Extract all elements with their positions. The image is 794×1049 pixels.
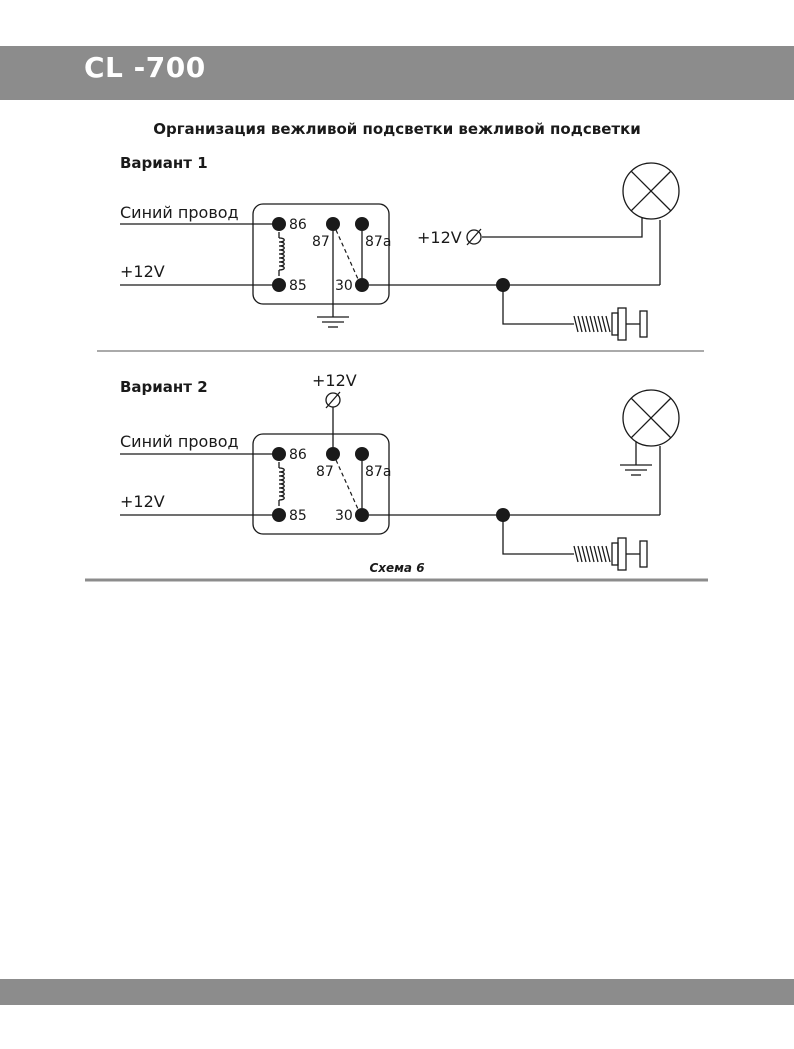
- variant1-lamp-supply-wire: [482, 217, 643, 238]
- variant1-pin-87a: [355, 217, 369, 231]
- variant2-pin-87: [326, 447, 340, 461]
- variant1-lamp-icon: [622, 162, 680, 220]
- variant1-pin-87-label: 87: [312, 234, 330, 250]
- variant2-pin-30: [355, 508, 369, 522]
- variant2-supply-label: +12V: [312, 371, 357, 390]
- variant2-diagram: Синий провод +12V 86 85 87 87a 30 +12V: [120, 371, 680, 571]
- variant2-coil: [278, 467, 285, 501]
- variant2-pin-30-label: 30: [335, 508, 353, 524]
- footer-bar: [0, 979, 794, 1005]
- variant2-switch-contact: [335, 459, 359, 510]
- variant1-title: Вариант 1: [120, 154, 208, 172]
- page-heading: Организация вежливой подсветки вежливой …: [153, 120, 641, 138]
- variant1-12v-wire-label: +12V: [120, 262, 165, 281]
- variant2-supply-terminal-icon: [325, 391, 341, 409]
- variant1-blue-wire-label: Синий провод: [120, 203, 239, 222]
- variant2-blue-wire-label: Синий провод: [120, 432, 239, 451]
- variant1-relay: [252, 203, 390, 305]
- variant1-pin-30: [355, 278, 369, 292]
- variant1-pin-87a-label: 87a: [365, 234, 391, 250]
- variant1-pin-85-label: 85: [289, 278, 307, 294]
- variant2-pin-87a-label: 87a: [365, 464, 391, 480]
- variant1-supply-terminal-icon: [466, 228, 482, 246]
- variant1-door-switch-icon: [573, 307, 648, 341]
- variant2-lamp-icon: [622, 389, 680, 447]
- variant2-pin-86-label: 86: [289, 447, 307, 463]
- variant2-ground-icon: [620, 464, 652, 476]
- variant2-relay: [252, 433, 390, 535]
- variant1-diagram: Синий провод +12V 86 85 87 87a 30: [120, 162, 680, 341]
- variant1-pin-87: [326, 217, 340, 231]
- variant1-pin-30-label: 30: [335, 278, 353, 294]
- variant1-pin-85: [272, 278, 286, 292]
- variant2-title: Вариант 2: [120, 378, 208, 396]
- header-bar: CL -700: [0, 46, 794, 100]
- variant2-pin-85-label: 85: [289, 508, 307, 524]
- variant1-supply-label: +12V: [417, 228, 462, 247]
- variant2-pin-87-label: 87: [316, 464, 334, 480]
- variant2-pin-85: [272, 508, 286, 522]
- variant1-ground-icon: [317, 316, 349, 328]
- figure-caption: Схема 6: [369, 561, 424, 575]
- variant1-switch-wire: [502, 285, 574, 325]
- variant1-pin-86-label: 86: [289, 217, 307, 233]
- model-title: CL -700: [84, 51, 206, 84]
- variant2-12v-wire-label: +12V: [120, 492, 165, 511]
- variant1-coil: [278, 237, 285, 271]
- variant2-door-switch-icon: [573, 537, 648, 571]
- variant2-pin-86: [272, 447, 286, 461]
- variant1-pin-86: [272, 217, 286, 231]
- variant1-switch-contact: [335, 229, 359, 280]
- variant2-switch-wire: [502, 515, 574, 555]
- variant2-pin-87a: [355, 447, 369, 461]
